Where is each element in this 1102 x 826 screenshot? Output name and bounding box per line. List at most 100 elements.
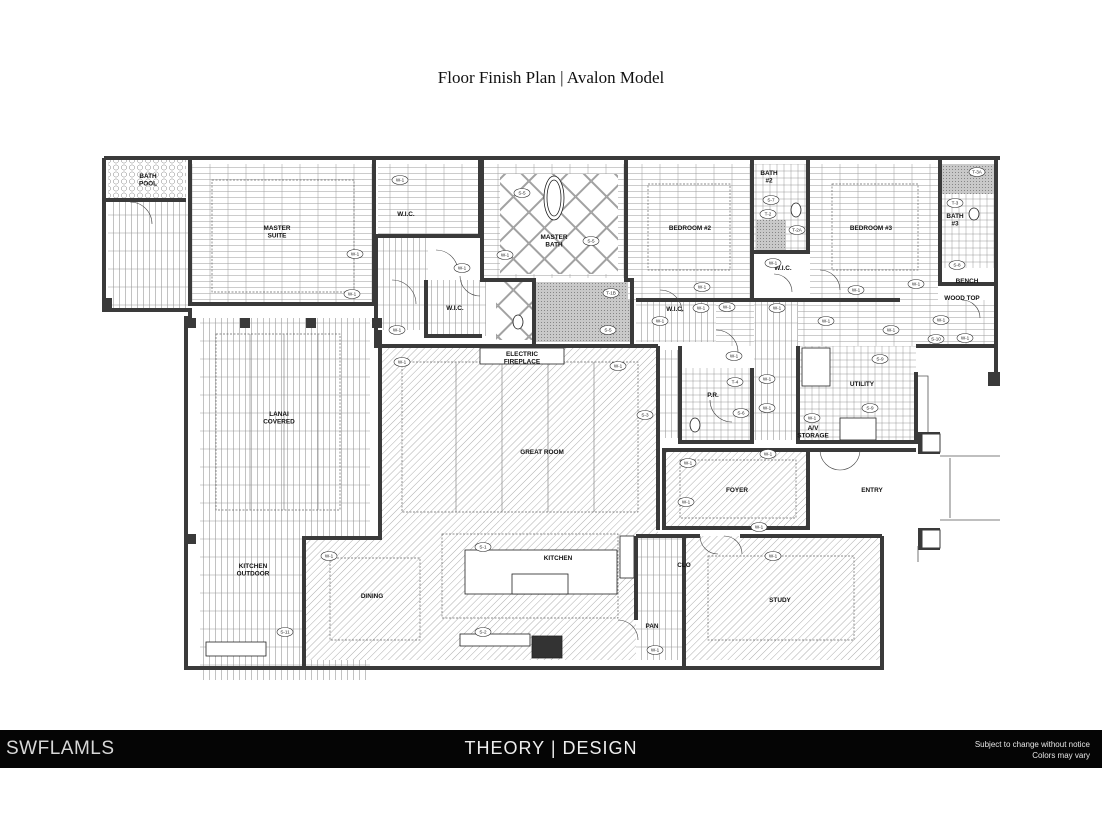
finish-tag-text: S-5 <box>518 191 526 196</box>
footer-bar: SWFLAMLS THEORY | DESIGN Subject to chan… <box>0 730 1102 768</box>
finish-tag-oval <box>679 458 697 468</box>
finish-tag-oval <box>346 249 364 259</box>
finish-tag-text: S-5 <box>587 239 595 244</box>
finish-tag-oval <box>882 325 900 335</box>
finish-tag: W-1 <box>388 325 406 335</box>
finish-tag-text: S-1 <box>479 545 487 550</box>
footer-notice: Subject to change without notice Colors … <box>975 739 1090 761</box>
finish-tag-oval <box>759 209 777 219</box>
column-entry-bottom <box>921 529 941 549</box>
room-label-av-storage: STORAGE <box>797 433 829 440</box>
finish-tag-oval <box>968 167 986 177</box>
finish-tag: W-1 <box>651 316 669 326</box>
finish-tag-oval <box>726 377 744 387</box>
finish-tag-oval <box>677 497 695 507</box>
finish-tag: S-7 <box>762 195 780 205</box>
finish-tag-text: W-1 <box>763 406 772 411</box>
finish-tag-text: S-6 <box>737 411 745 416</box>
finish-tag: W-1 <box>882 325 900 335</box>
finish-tag-oval <box>817 316 835 326</box>
room-label-av-storage: A/V <box>808 425 819 432</box>
finish-tag-text: W-1 <box>698 285 707 290</box>
finish-tag-text: W-1 <box>773 306 782 311</box>
finish-tag: W-1 <box>764 551 782 561</box>
finish-tag-text: W-1 <box>808 416 817 421</box>
finish-tag-oval <box>725 351 743 361</box>
room-label-bath-3: BATH <box>946 213 964 220</box>
room-label-foyer: FOYER <box>726 487 748 494</box>
finish-tag-oval <box>732 408 750 418</box>
finish-tag-text: W-1 <box>682 500 691 505</box>
finish-tag-oval <box>692 303 710 313</box>
finish-tag: W-1 <box>718 302 736 312</box>
finish-tag-oval <box>758 374 776 384</box>
room-label-bedroom-2: BEDROOM #2 <box>669 225 712 232</box>
finish-tag-text: S-11 <box>280 630 290 635</box>
finish-tag: S-2 <box>474 627 492 637</box>
finish-tag-text: W-1 <box>769 261 778 266</box>
room-label-bath-2: BATH <box>760 170 778 177</box>
room-label-electric-fireplace: ELECTRIC <box>506 351 538 358</box>
finish-tag: W-1 <box>758 403 776 413</box>
finish-tag: S-1 <box>474 542 492 552</box>
finish-tag-text: S-9 <box>866 406 874 411</box>
finish-tag: W-1 <box>956 333 974 343</box>
room-label-bath-pool: POOL <box>139 181 157 188</box>
finish-tag: S-6 <box>732 408 750 418</box>
border-insets <box>211 179 919 641</box>
room-label-bench: BENCH <box>956 278 979 285</box>
mls-brand: SWFLAMLS <box>6 738 115 759</box>
finish-tag-text: W-1 <box>763 377 772 382</box>
room-label-dining: DINING <box>361 593 383 600</box>
finish-tag: W-1 <box>758 374 776 384</box>
finish-tag-text: W-1 <box>887 328 896 333</box>
notice-line-1: Subject to change without notice <box>974 740 1090 749</box>
finish-tag-text: T-1B <box>606 291 616 296</box>
finish-tag-oval <box>343 289 361 299</box>
finish-tag: W-1 <box>677 497 695 507</box>
finish-tag: T-4 <box>726 377 744 387</box>
finish-tag-text: W-1 <box>764 452 773 457</box>
finish-tag-text: W-1 <box>755 525 764 530</box>
finish-tag-text: W-1 <box>458 266 467 271</box>
finish-tag-oval <box>762 195 780 205</box>
finish-tag-text: W-1 <box>684 461 693 466</box>
finish-tag: W-1 <box>817 316 835 326</box>
finish-tag-text: W-1 <box>730 354 739 359</box>
finish-tag: W-1 <box>932 315 950 325</box>
finish-tag-text: W-1 <box>325 554 334 559</box>
finish-tag-text: S-2 <box>479 630 487 635</box>
finish-tag-oval <box>788 225 806 235</box>
finish-tag-text: W-1 <box>912 282 921 287</box>
finish-tag: W-1 <box>847 285 865 295</box>
finish-tag-text: W-1 <box>937 318 946 323</box>
room-label-great-room: GREAT ROOM <box>520 449 564 456</box>
room-label-entry: ENTRY <box>861 487 883 494</box>
finish-tag: W-1 <box>320 551 338 561</box>
finish-tag-text: W-1 <box>501 253 510 258</box>
finish-tag-oval <box>718 302 736 312</box>
finish-tag-oval <box>453 263 471 273</box>
room-label-wic-2: W.I.C. <box>446 305 464 312</box>
finish-tag-text: W-1 <box>396 178 405 183</box>
floor-plan: BATHPOOLMASTERSUITEW.I.C.MASTERBATHW.I.C… <box>102 156 1000 680</box>
finish-tag: S-8 <box>948 260 966 270</box>
room-label-pr: P.R. <box>707 392 719 399</box>
finish-tag-oval <box>602 288 620 298</box>
finish-tag-oval <box>932 315 950 325</box>
finish-tag-text: W-1 <box>651 648 660 653</box>
finish-tag-oval <box>907 279 925 289</box>
designer-brand: THEORY | DESIGN <box>464 738 638 758</box>
finish-tag-text: S-10 <box>931 337 941 342</box>
finish-tag-text: W-1 <box>697 306 706 311</box>
entry-porch <box>917 375 1000 562</box>
finish-tag: W-1 <box>646 645 664 655</box>
finish-tag-oval <box>764 551 782 561</box>
finish-tag-text: S-9 <box>876 357 884 362</box>
finish-tags: W-1W-1W-1W-1W-1W-1W-1S-5S-5T-1BS-5W-1W-1… <box>276 167 986 655</box>
finish-tag-text: W-1 <box>351 252 360 257</box>
room-label-electric-fireplace: FIREPLACE <box>504 359 541 366</box>
finish-tag: W-1 <box>391 175 409 185</box>
finish-tag-text: T-3 <box>952 201 959 206</box>
notice-line-2: Colors may vary <box>1032 751 1090 760</box>
